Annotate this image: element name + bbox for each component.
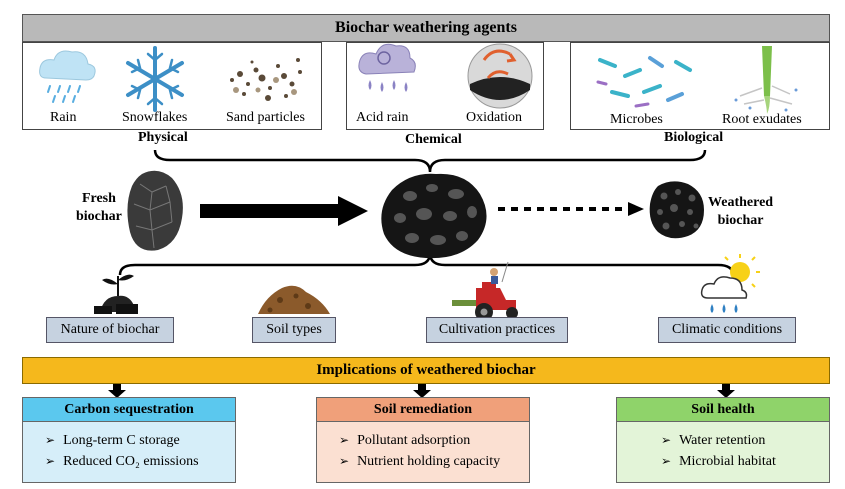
soil-types-box: Soil types	[252, 317, 336, 343]
rain-icon	[39, 50, 96, 103]
carbon-list: Long-term C storage Reduced CO₂ emission…	[23, 430, 235, 472]
weathered-biochar-icon	[649, 181, 704, 239]
soil-health-title: Soil health	[617, 398, 829, 422]
chemical-label: Chemical	[405, 132, 462, 147]
sand-particles-icon	[230, 58, 302, 101]
cultivation-practices-box: Cultivation practices	[426, 317, 568, 343]
implications-title: Implications of weathered biochar	[22, 357, 830, 384]
fresh-line2: biochar	[76, 209, 122, 224]
list-item: Water retention	[661, 430, 829, 451]
biological-label: Biological	[664, 130, 724, 145]
oxidation-icon	[467, 43, 533, 109]
soil-remediation-panel: Soil remediation Pollutant adsorption Nu…	[316, 397, 530, 483]
sand-particles-label: Sand particles	[226, 110, 305, 125]
rain-label: Rain	[50, 110, 77, 125]
biochar-seedling-icon	[94, 274, 138, 314]
soil-remediation-title: Soil remediation	[317, 398, 529, 422]
acid-rain-icon	[358, 43, 416, 92]
list-item: Long-term C storage	[45, 430, 235, 451]
weathered-biochar-label: Weathered biochar	[708, 194, 773, 230]
soil-health-panel: Soil health Water retention Microbial ha…	[616, 397, 830, 483]
snowflake-icon	[126, 46, 184, 112]
microbes-label: Microbes	[610, 112, 663, 127]
fresh-line1: Fresh	[81, 191, 116, 206]
weather-icon	[700, 254, 760, 313]
carbon-sequestration-panel: Carbon sequestration Long-term C storage…	[22, 397, 236, 483]
remediation-list: Pollutant adsorption Nutrient holding ca…	[317, 430, 529, 472]
list-item: Pollutant adsorption	[339, 430, 529, 451]
tractor-icon	[452, 261, 518, 321]
snowflakes-label: Snowflakes	[122, 110, 188, 125]
root-exudates-label: Root exudates	[722, 112, 802, 127]
list-item: Microbial habitat	[661, 451, 829, 472]
acid-rain-label: Acid rain	[356, 110, 409, 125]
agents-brace	[153, 149, 707, 173]
list-item: Nutrient holding capacity	[339, 451, 529, 472]
nature-of-biochar-box: Nature of biochar	[46, 317, 174, 343]
fresh-biochar-icon	[127, 170, 183, 251]
weathered-line2: biochar	[717, 213, 764, 228]
dotted-arrow	[498, 202, 644, 216]
list-item: Reduced CO₂ emissions	[45, 451, 235, 472]
fresh-biochar-label: Fresh biochar	[76, 190, 122, 226]
carbon-sequestration-title: Carbon sequestration	[23, 398, 235, 422]
microbes-icon	[596, 56, 692, 108]
root-exudates-icon	[734, 46, 798, 114]
weathering-biochar-icon	[381, 173, 487, 259]
soil-pile-icon	[258, 285, 330, 314]
physical-label: Physical	[138, 130, 188, 145]
weathering-agents-title: Biochar weathering agents	[22, 14, 830, 42]
health-list: Water retention Microbial habitat	[617, 430, 829, 472]
oxidation-label: Oxidation	[466, 110, 522, 125]
climatic-conditions-box: Climatic conditions	[658, 317, 796, 343]
weathering-arrow	[200, 196, 368, 226]
implication-arrows	[108, 384, 735, 398]
weathered-line1: Weathered	[708, 195, 774, 210]
biological-agents-box	[570, 42, 830, 130]
